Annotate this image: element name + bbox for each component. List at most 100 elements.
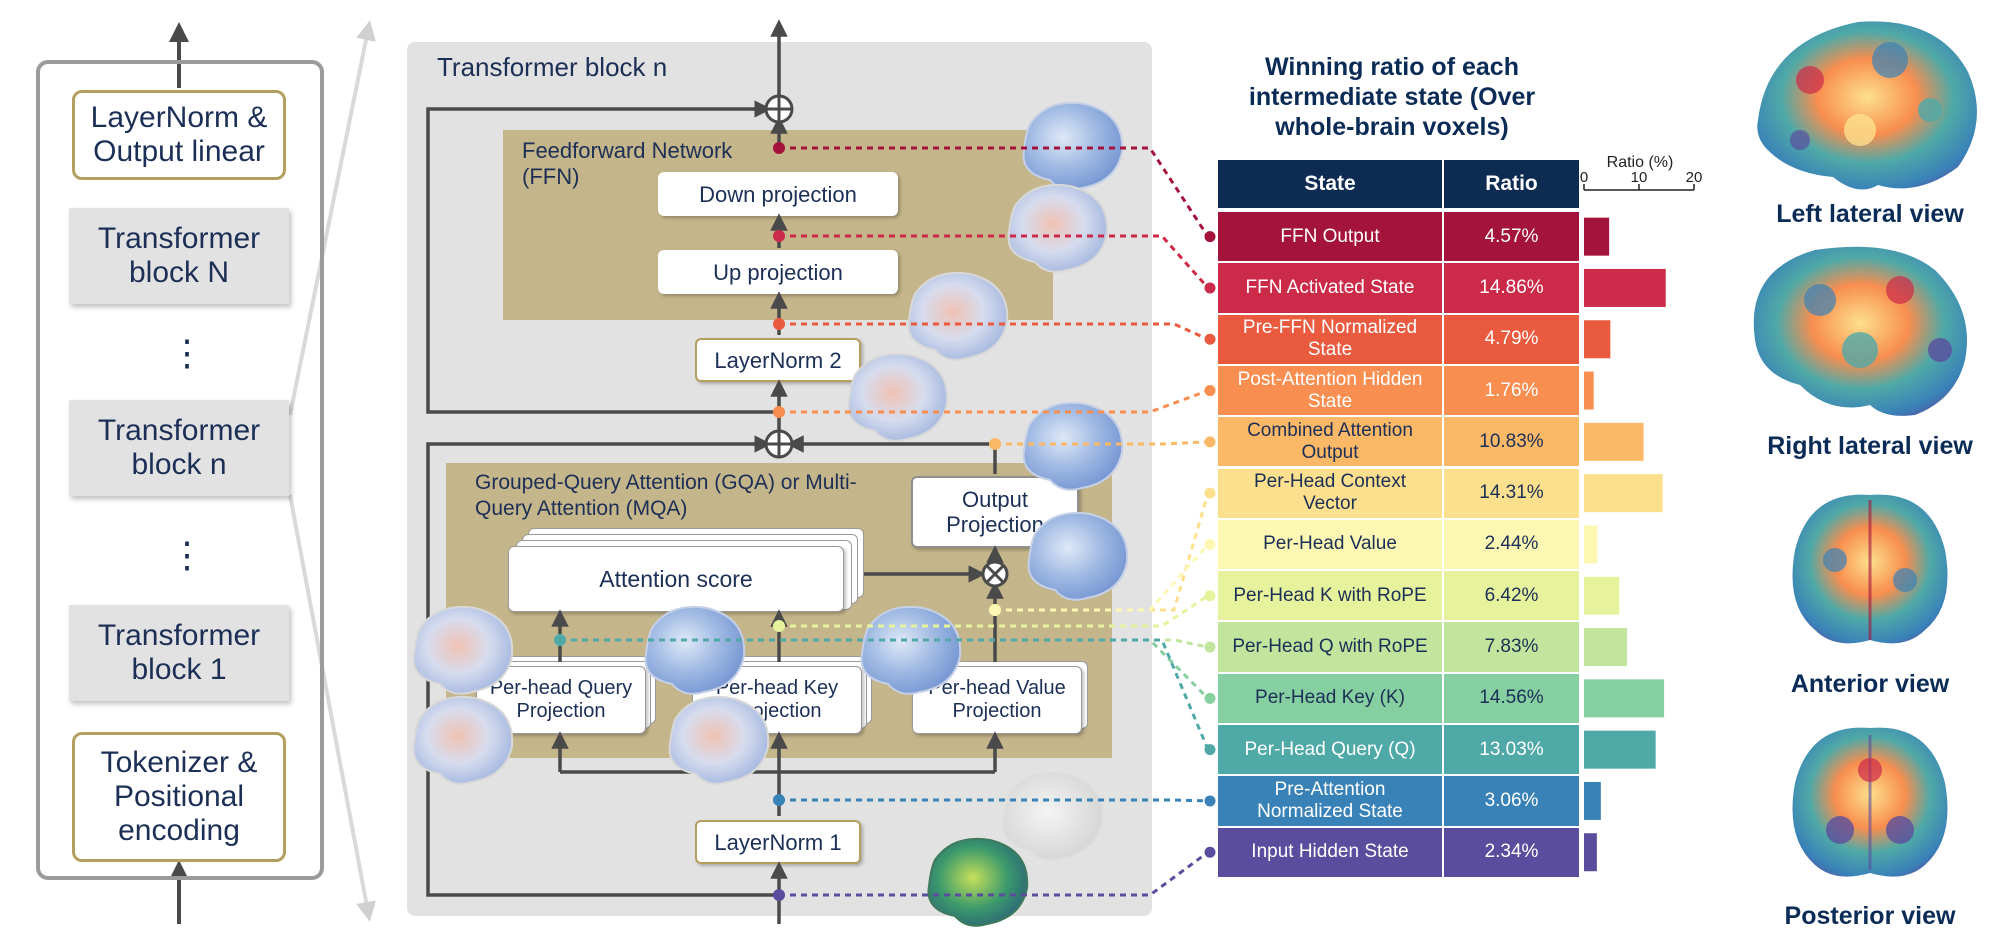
- connector-end-dot: [1204, 282, 1216, 294]
- bar-axis-tick-label: 20: [1686, 170, 1703, 186]
- down-projection-box: Down projection: [658, 172, 898, 216]
- residual-add-bottom: [764, 429, 794, 459]
- bar-combined-attention-output: [1584, 422, 1644, 461]
- table-cell-ratio: 4.79%: [1444, 314, 1579, 364]
- table-cell-ratio: 2.34%: [1444, 827, 1579, 877]
- probe-dot: [773, 142, 785, 154]
- bar-axis-tick-label: 0: [1580, 170, 1588, 186]
- table-cell-state: Per-Head Context Vector: [1218, 468, 1442, 518]
- probe-dot: [773, 406, 785, 418]
- bar-ffn-activated-state: [1584, 268, 1666, 307]
- probe-dot: [773, 620, 785, 632]
- table-cell-state: Post-Attention Hidden State: [1218, 365, 1442, 416]
- bar-axis-tick-label: 10: [1631, 170, 1648, 186]
- table-title: Winning ratio of each intermediate state…: [1248, 53, 1536, 141]
- connector-end-dot: [1204, 641, 1216, 653]
- bar-per-head-k-with-rope: [1584, 576, 1620, 615]
- connector-line: [779, 594, 1209, 628]
- table-cell-state: Pre-FFN Normalized State: [1218, 314, 1442, 364]
- connector-end-dot: [1204, 538, 1216, 550]
- transformer-block-title: Transformer block n: [437, 52, 668, 82]
- table-cell-state: FFN Activated State: [1218, 263, 1442, 313]
- table-header-ratio: Ratio: [1444, 160, 1579, 208]
- connector-end-dot: [1204, 590, 1216, 602]
- tokenizer-label: Tokenizer & Positional encoding: [100, 746, 258, 847]
- table-cell-ratio: 7.83%: [1444, 622, 1579, 672]
- brain-anterior: [1792, 494, 1948, 644]
- brain-thumb-pre-ffn: [907, 271, 1009, 361]
- table-cell-state: Per-Head Q with RoPE: [1218, 622, 1442, 672]
- bar-input-hidden-state: [1584, 833, 1597, 872]
- table-cell-state: FFN Output: [1218, 212, 1442, 262]
- connector-end-dot: [1204, 436, 1216, 448]
- view-label-right-lateral: Right lateral view: [1767, 432, 1973, 460]
- connector-end-dot: [1204, 795, 1216, 807]
- brain-thumb-context: [1027, 511, 1129, 601]
- probe-dot: [773, 318, 785, 330]
- brain-thumb-pre-attn: [1002, 771, 1104, 861]
- model-stack-frame: [36, 60, 324, 880]
- view-label-posterior: Posterior view: [1784, 902, 1956, 930]
- table-cell-ratio: 14.56%: [1444, 673, 1579, 723]
- layernorm-output-linear-box: LayerNorm & Output linear: [72, 90, 286, 180]
- ratio-bar-chart: 0 10 20: [1580, 170, 1703, 872]
- residual-add-top: [764, 94, 794, 124]
- brain-thumb-combined-attn: [1022, 401, 1124, 491]
- expansion-lines: [288, 20, 376, 922]
- connector-end-dot: [1204, 385, 1216, 397]
- table-cell-state: Per-Head K with RoPE: [1218, 571, 1442, 621]
- table-cell-ratio: 3.06%: [1444, 776, 1579, 826]
- table-cell-state: Per-Head Value: [1218, 519, 1442, 570]
- brain-thumbnails: [412, 101, 1129, 927]
- connector-line: [560, 638, 1210, 751]
- table-cell-state: Per-Head Query (Q): [1218, 725, 1442, 775]
- layernorm-output-linear-label: LayerNorm & Output linear: [90, 101, 268, 168]
- table-cell-state: Combined Attention Output: [1218, 417, 1442, 467]
- outproj-to-add: [786, 435, 997, 474]
- connector-line: [995, 440, 1209, 446]
- bar-axis-title: Ratio (%): [1606, 154, 1674, 171]
- connector-end-dot: [1204, 692, 1216, 704]
- table-cell-state: Input Hidden State: [1218, 827, 1442, 877]
- probe-dot: [554, 634, 566, 646]
- query-projection-box: Per-head Query Projection: [476, 666, 646, 734]
- brain-thumb-ffn-output: [1022, 101, 1124, 191]
- bar-per-head-value: [1584, 525, 1598, 564]
- brain-thumb-post-attn: [847, 352, 949, 442]
- brain-thumb-key-rope: [668, 695, 770, 785]
- brain-left-lateral: [1757, 21, 1977, 190]
- bar-per-head-context-vector: [1584, 474, 1663, 513]
- brain-right-lateral: [1753, 246, 1967, 416]
- bar-per-head-query-q: [1584, 730, 1656, 769]
- probe-dot: [773, 889, 785, 901]
- bar-per-head-key-k: [1584, 679, 1665, 718]
- transformer-block-N-label: Transformer block N: [97, 222, 261, 289]
- up-projection-box: Up projection: [658, 250, 898, 294]
- table-header-state: State: [1218, 160, 1442, 208]
- table-cell-ratio: 13.03%: [1444, 725, 1579, 775]
- connector-line: [779, 146, 1210, 238]
- multiply-node: [981, 560, 1009, 588]
- transformer-block-n-box: Transformer block n: [69, 400, 289, 496]
- bar-pre-attention-normalized-state: [1584, 781, 1601, 820]
- layernorm2-box: LayerNorm 2: [695, 338, 861, 382]
- connector-end-dot: [1204, 231, 1216, 243]
- probe-dot: [773, 794, 785, 806]
- probe-connectors: [554, 142, 1216, 901]
- table-cell-ratio: 2.44%: [1444, 519, 1579, 570]
- transformer-block-N-box: Transformer block N: [69, 208, 289, 304]
- table-cell-ratio: 14.31%: [1444, 468, 1579, 518]
- brain-thumb-input: [927, 837, 1029, 927]
- connector-end-dot: [1204, 487, 1216, 499]
- brain-thumb-key: [644, 605, 746, 695]
- probe-dot: [989, 604, 1001, 616]
- table-cell-state: Per-Head Key (K): [1218, 673, 1442, 723]
- table-cell-ratio: 10.83%: [1444, 417, 1579, 467]
- probe-dot: [773, 230, 785, 242]
- attention-score-box: Attention score: [508, 546, 844, 612]
- bar-ffn-output: [1584, 217, 1610, 256]
- transformer-block-1-box: Transformer block 1: [69, 605, 289, 701]
- view-label-anterior: Anterior view: [1790, 670, 1950, 698]
- probe-dot: [989, 438, 1001, 450]
